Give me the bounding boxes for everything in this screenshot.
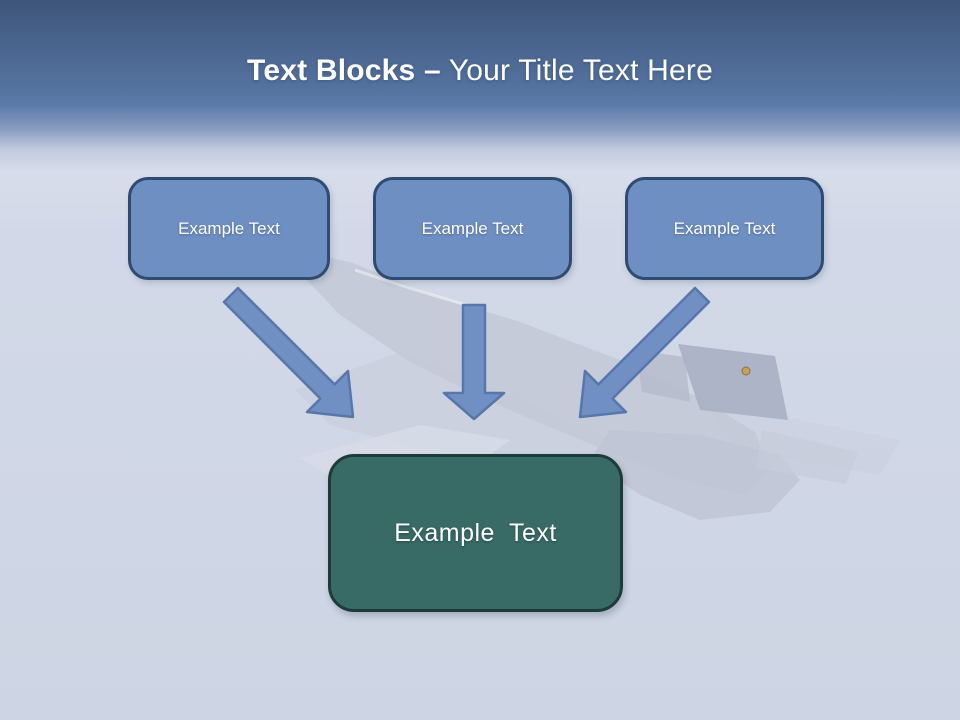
jet-tail-fin: [678, 344, 788, 420]
arrow-down-right-icon: [222, 286, 355, 419]
jet-rear-winglet: [756, 430, 858, 484]
result-block-label: Example Text: [394, 518, 557, 547]
title-placeholder: Your Title Text Here: [440, 54, 713, 87]
text-block-1[interactable]: Example Text: [128, 177, 330, 280]
text-block-2-label: Example Text: [421, 218, 524, 238]
slide-title[interactable]: Text Blocks – Your Title Text Here: [0, 54, 960, 88]
arrow-down-icon: [442, 303, 506, 421]
jet-tail-fin-2: [636, 350, 690, 402]
result-block[interactable]: Example Text: [328, 454, 623, 612]
text-block-3[interactable]: Example Text: [625, 177, 824, 280]
jet-far-wing: [700, 400, 900, 475]
text-block-2[interactable]: Example Text: [373, 177, 572, 280]
jet-main-wing: [295, 352, 620, 470]
arrow-down-left-icon: [578, 286, 711, 419]
title-topic: Text Blocks –: [247, 54, 441, 87]
text-block-1-label: Example Text: [178, 218, 280, 238]
jet-roundel: [741, 366, 751, 376]
text-block-3-label: Example Text: [673, 218, 776, 238]
